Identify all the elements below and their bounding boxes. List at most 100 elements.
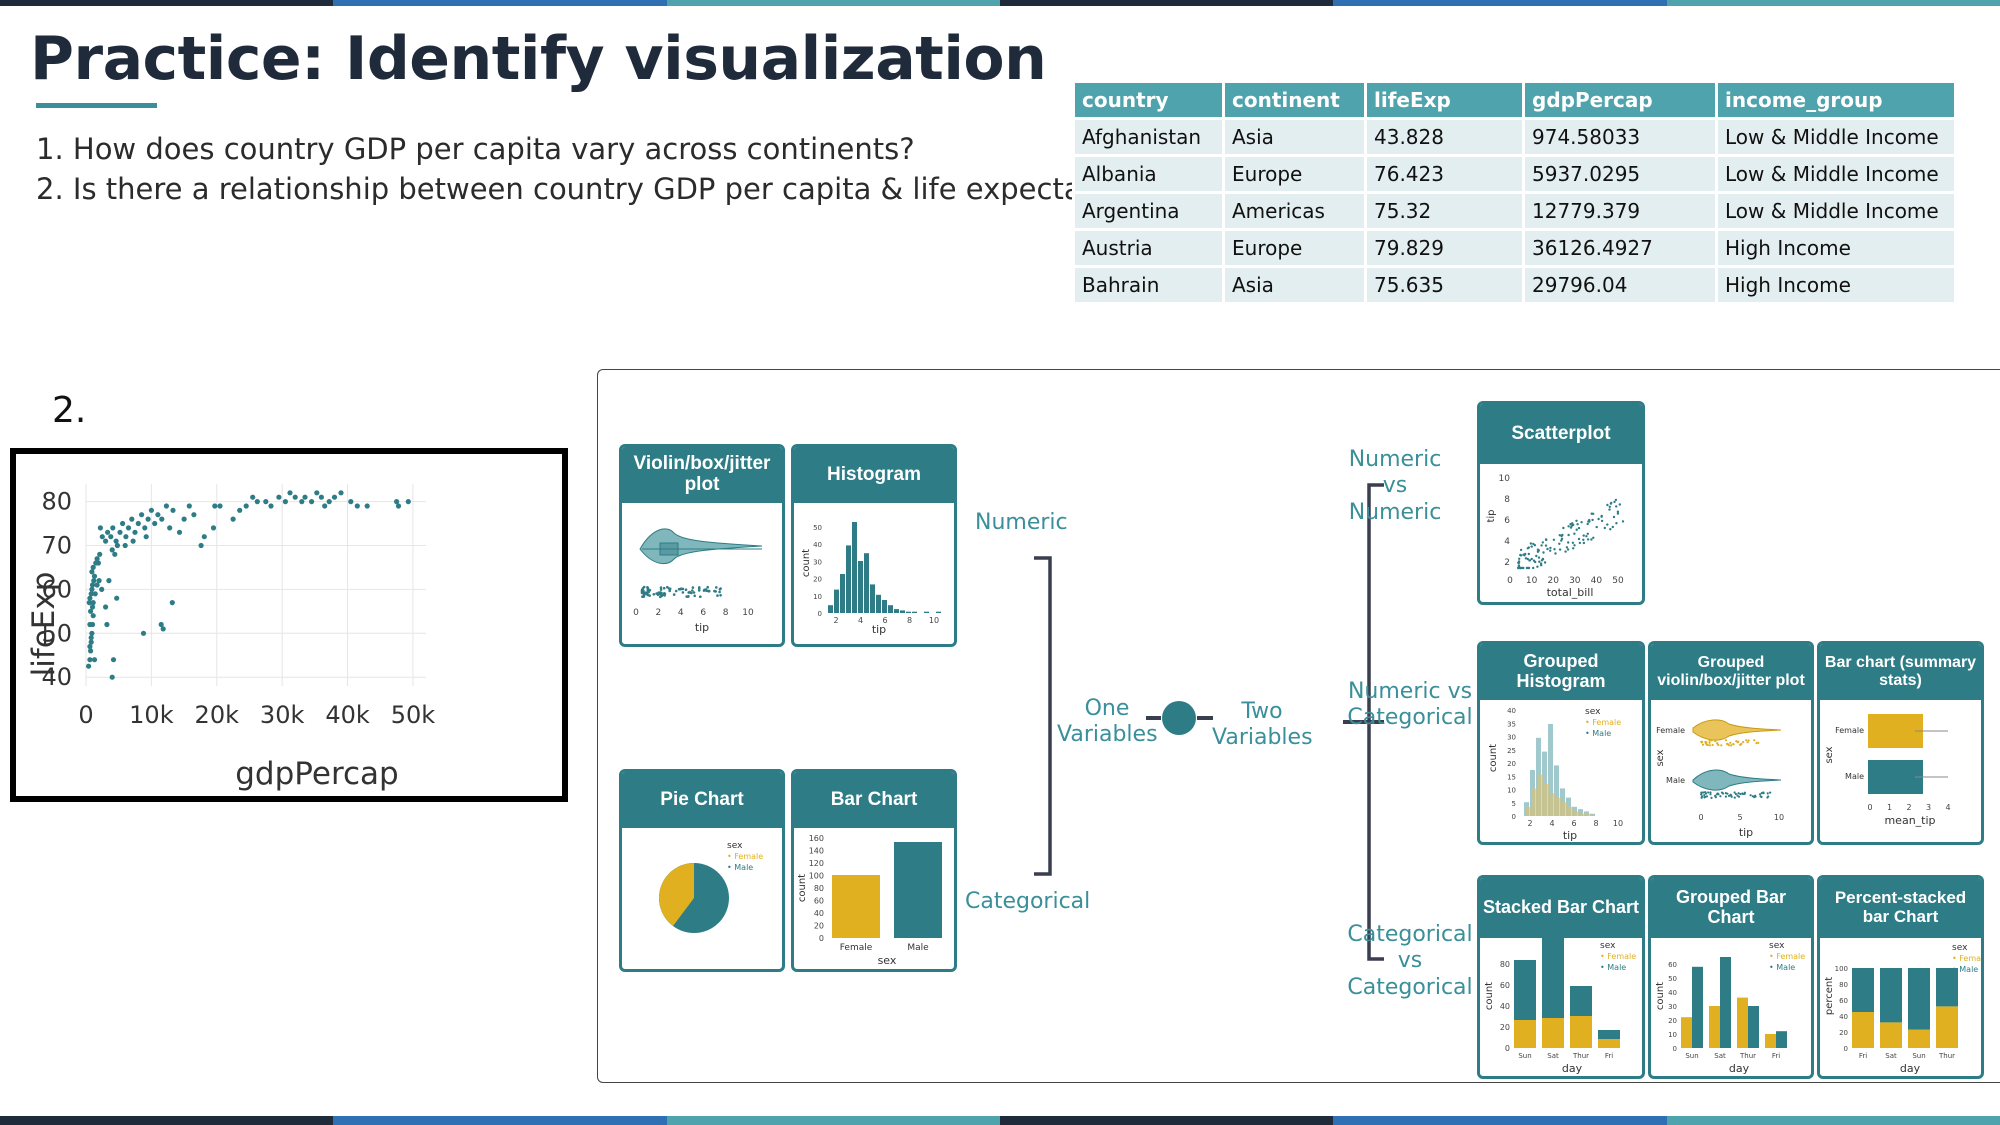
thumb-tick-label: 6 [882,616,887,625]
scatter-point [176,529,183,535]
thumb-axis-label: count [1484,982,1495,1010]
legend-female: • Female [1585,718,1621,727]
x-tick-label: 0 [78,701,93,729]
thumb-tick-label: 30 [1569,576,1581,586]
jitter-dot [1716,792,1719,795]
table-cell: 36126.4927 [1522,228,1718,268]
mini-scatter-dot [1582,534,1585,537]
jitter-dot [668,589,671,593]
thumb-tick-label: 5 [1512,800,1516,808]
thumb-tick-label: 0 [633,608,639,618]
mini-scatter-dot [1527,552,1530,556]
thumb-axis-label: tip [1739,826,1753,839]
histogram-bar [846,545,851,613]
mini-scatter-dot [1528,559,1531,562]
thumb-axis-label: sex [1655,749,1666,766]
mini-scatter-dot [1608,508,1611,511]
grouped-bar-male [1776,1031,1787,1048]
thumb-tick-label: Fri [1605,1052,1613,1060]
mini-scatter-dot [1615,522,1618,525]
thumb-tick-label: 80 [814,884,824,893]
scatter-point [89,604,96,610]
mini-scatter-dot [1565,546,1569,549]
thumb-tick-label: 60 [814,897,824,906]
bottom-accent-bar [0,1116,2000,1125]
thumb-tick-label: 0 [1505,1044,1510,1053]
question-1: 1. How does country GDP per capita vary … [36,132,915,166]
x-tick-label: 50k [391,701,436,729]
scatter-point [88,591,94,597]
scatter-point [87,595,93,601]
thumb-tick-label: 0 [1512,813,1516,821]
mini-scatter-dot [1621,520,1625,523]
mini-scatter-dot [1573,544,1576,547]
jitter-dot [1755,742,1758,745]
thumb-tick-label: 0 [818,610,822,618]
scatter-point [104,621,110,628]
scatter-point [90,564,96,570]
scatter-point [212,503,218,509]
scatter-point [108,534,114,540]
mini-scatter-dot [1532,542,1535,546]
jitter-dot [659,588,663,591]
grouped-bar-male [1692,966,1703,1048]
percent-bar-male [1936,968,1958,1007]
jitter-dot [1766,792,1769,795]
thumb-tick-label: 10 [1507,787,1516,795]
thumb-tick-label: 30 [1507,734,1516,742]
grouped-bar-female [1765,1034,1776,1048]
scatter-point [87,621,93,628]
thumb-tick-label: 10 [1774,813,1784,822]
mini-scatter-dot [1523,554,1526,557]
thumb-tick-label: 10 [1613,819,1623,828]
jitter-dot [674,589,678,593]
mini-scatter-dot [1535,554,1538,558]
thumb-axis-label: count [1488,744,1499,772]
jitter-dot [692,591,696,594]
stacked-bar-female [1514,1020,1536,1048]
jitter-dot [659,586,663,589]
visualization-guide-panel [597,369,2000,1083]
table-cell: 43.828 [1364,117,1525,157]
mini-scatter-dot [1587,520,1590,523]
legend-title: sex [1600,941,1616,951]
thumb-axis-label: percent [1824,977,1835,1015]
scatter-point [89,586,95,592]
jitter-dot [1700,791,1703,794]
jitter-dot [1760,795,1763,799]
percent-bar-male [1852,968,1874,1012]
mini-scatter-dot [1595,525,1598,529]
table-cell: 75.635 [1364,265,1525,305]
jitter-dot [698,587,701,590]
mini-scatter-dot [1526,547,1529,550]
thumb-tick-label: 160 [809,834,824,843]
scatter-point [109,547,115,553]
mini-scatter-dot [1582,541,1586,545]
mini-scatter-dot [1609,502,1613,505]
jitter-dot [1749,794,1752,797]
jitter-dot [1704,795,1707,799]
table-cell: Europe [1222,154,1367,194]
thumb-tick-label: 8 [1593,819,1598,828]
mini-scatter-dot [1530,545,1533,548]
jitter-dot [693,594,696,598]
table-cell: Bahrain [1072,265,1225,305]
jitter-dot [1739,743,1742,746]
mini-scatter-dot [1567,525,1570,528]
percent-bar-female [1880,1022,1902,1048]
center-node [1162,701,1196,735]
numeric-vs-categorical-label: Numeric vs Categorical [1347,679,1473,731]
mini-scatter-dot [1614,498,1618,502]
thumb-tick-label: 40 [813,541,822,549]
thumb-tick-label: Female [1835,726,1864,735]
jitter-dot [1700,740,1704,743]
scatter-point [395,503,402,509]
scatter-point [99,586,105,592]
mini-scatter-dot [1519,554,1523,557]
